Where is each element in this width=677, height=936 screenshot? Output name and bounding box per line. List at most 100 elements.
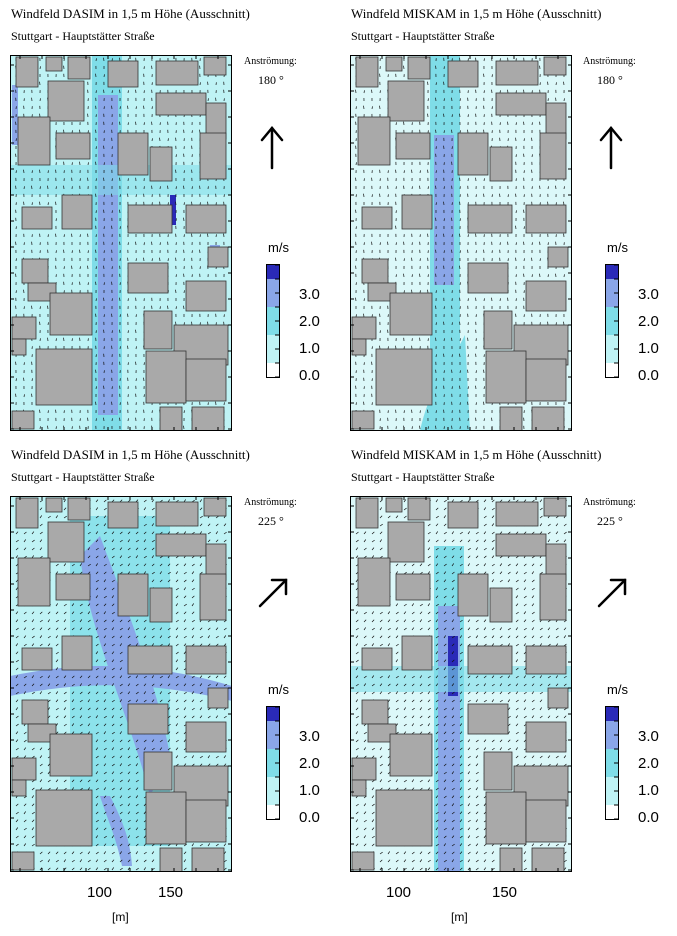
wind-vector [151, 859, 155, 863]
wind-vector [31, 811, 35, 815]
building [185, 280, 227, 312]
wind-vector [483, 499, 487, 503]
wind-vector [395, 611, 399, 615]
wind-vector [427, 627, 431, 631]
wind-vector [103, 851, 107, 855]
wind-vector [403, 563, 407, 567]
legend-swatch [267, 749, 279, 763]
wind-vector [71, 707, 75, 711]
wind-vector [363, 531, 367, 535]
legend-swatch [606, 335, 618, 349]
wind-vector [63, 707, 67, 711]
building [15, 56, 39, 88]
wind-vector [47, 635, 51, 639]
wind-vector [47, 851, 51, 855]
wind-vector [135, 619, 139, 623]
wind-vector [435, 603, 439, 607]
wind-vector [451, 699, 455, 703]
wind-vector [491, 683, 495, 687]
wind-vector [443, 523, 447, 527]
wind-vector [95, 723, 99, 727]
wind-vector [355, 539, 359, 543]
wind-vector [151, 539, 155, 543]
wind-vector [467, 539, 471, 543]
wind-vector [119, 763, 123, 767]
wind-vector [507, 699, 511, 703]
wind-vector [15, 803, 19, 807]
legend-swatch [267, 721, 279, 735]
wind-vector [435, 707, 439, 711]
wind-vector [419, 611, 423, 615]
wind-vector [427, 699, 431, 703]
wind-vector [379, 611, 383, 615]
wind-vector [31, 747, 35, 751]
wind-vector [451, 539, 455, 543]
wind-vector [31, 819, 35, 823]
wind-vector [199, 755, 203, 759]
color-legend [605, 264, 619, 378]
wind-vector [515, 675, 519, 679]
map-ticks [350, 55, 572, 431]
wind-vector [119, 811, 123, 815]
wind-vector [127, 539, 131, 543]
wind-vector [223, 867, 227, 871]
wind-vector [95, 563, 99, 567]
wind-vector [355, 619, 359, 623]
wind-vector [379, 523, 383, 527]
wind-vector [135, 787, 139, 791]
wind-vector [459, 723, 463, 727]
wind-vector [531, 595, 535, 599]
wind-vector [175, 555, 179, 559]
wind-vector [23, 643, 27, 647]
building [467, 262, 509, 294]
wind-vector [175, 627, 179, 631]
wind-vector [515, 699, 519, 703]
wind-vector [159, 627, 163, 631]
wind-vector [403, 731, 407, 735]
wind-vector [103, 547, 107, 551]
wind-vector [207, 683, 211, 687]
wind-vector [111, 691, 115, 695]
wind-vector [71, 779, 75, 783]
wind-vector [427, 603, 431, 607]
x-tick-label: 150 [158, 884, 184, 901]
wind-vector [435, 691, 439, 695]
wind-vector [531, 691, 535, 695]
wind-vector [175, 619, 179, 623]
wind-vector [23, 539, 27, 543]
building [155, 501, 199, 527]
wind-vector [87, 539, 91, 543]
x-tick-label: 100 [87, 884, 113, 901]
wind-vector [183, 739, 187, 743]
wind-vector [531, 627, 535, 631]
wind-vector [103, 779, 107, 783]
wind-vector [563, 635, 567, 639]
legend-tick: 0.0 [638, 367, 659, 384]
wind-vector [111, 683, 115, 687]
wind-vector [539, 635, 543, 639]
wind-vector [355, 683, 359, 687]
building [159, 847, 183, 872]
wind-vector [443, 547, 447, 551]
wind-vector [143, 683, 147, 687]
wind-vector [15, 835, 19, 839]
building [143, 310, 173, 350]
wind-vector [483, 563, 487, 567]
wind-vector [55, 619, 59, 623]
wind-vector [451, 627, 455, 631]
wind-vector [411, 699, 415, 703]
building [185, 721, 227, 753]
wind-vector [103, 731, 107, 735]
legend-swatch [606, 265, 618, 279]
wind-vector [379, 539, 383, 543]
wind-vector [71, 867, 75, 871]
wind-vector [183, 579, 187, 583]
wind-vector [95, 795, 99, 799]
building [149, 587, 173, 623]
building [351, 410, 375, 430]
wind-vector [55, 699, 59, 703]
wind-vector [103, 739, 107, 743]
wind-vector [39, 547, 43, 551]
wind-vector [411, 563, 415, 567]
building [185, 204, 227, 234]
